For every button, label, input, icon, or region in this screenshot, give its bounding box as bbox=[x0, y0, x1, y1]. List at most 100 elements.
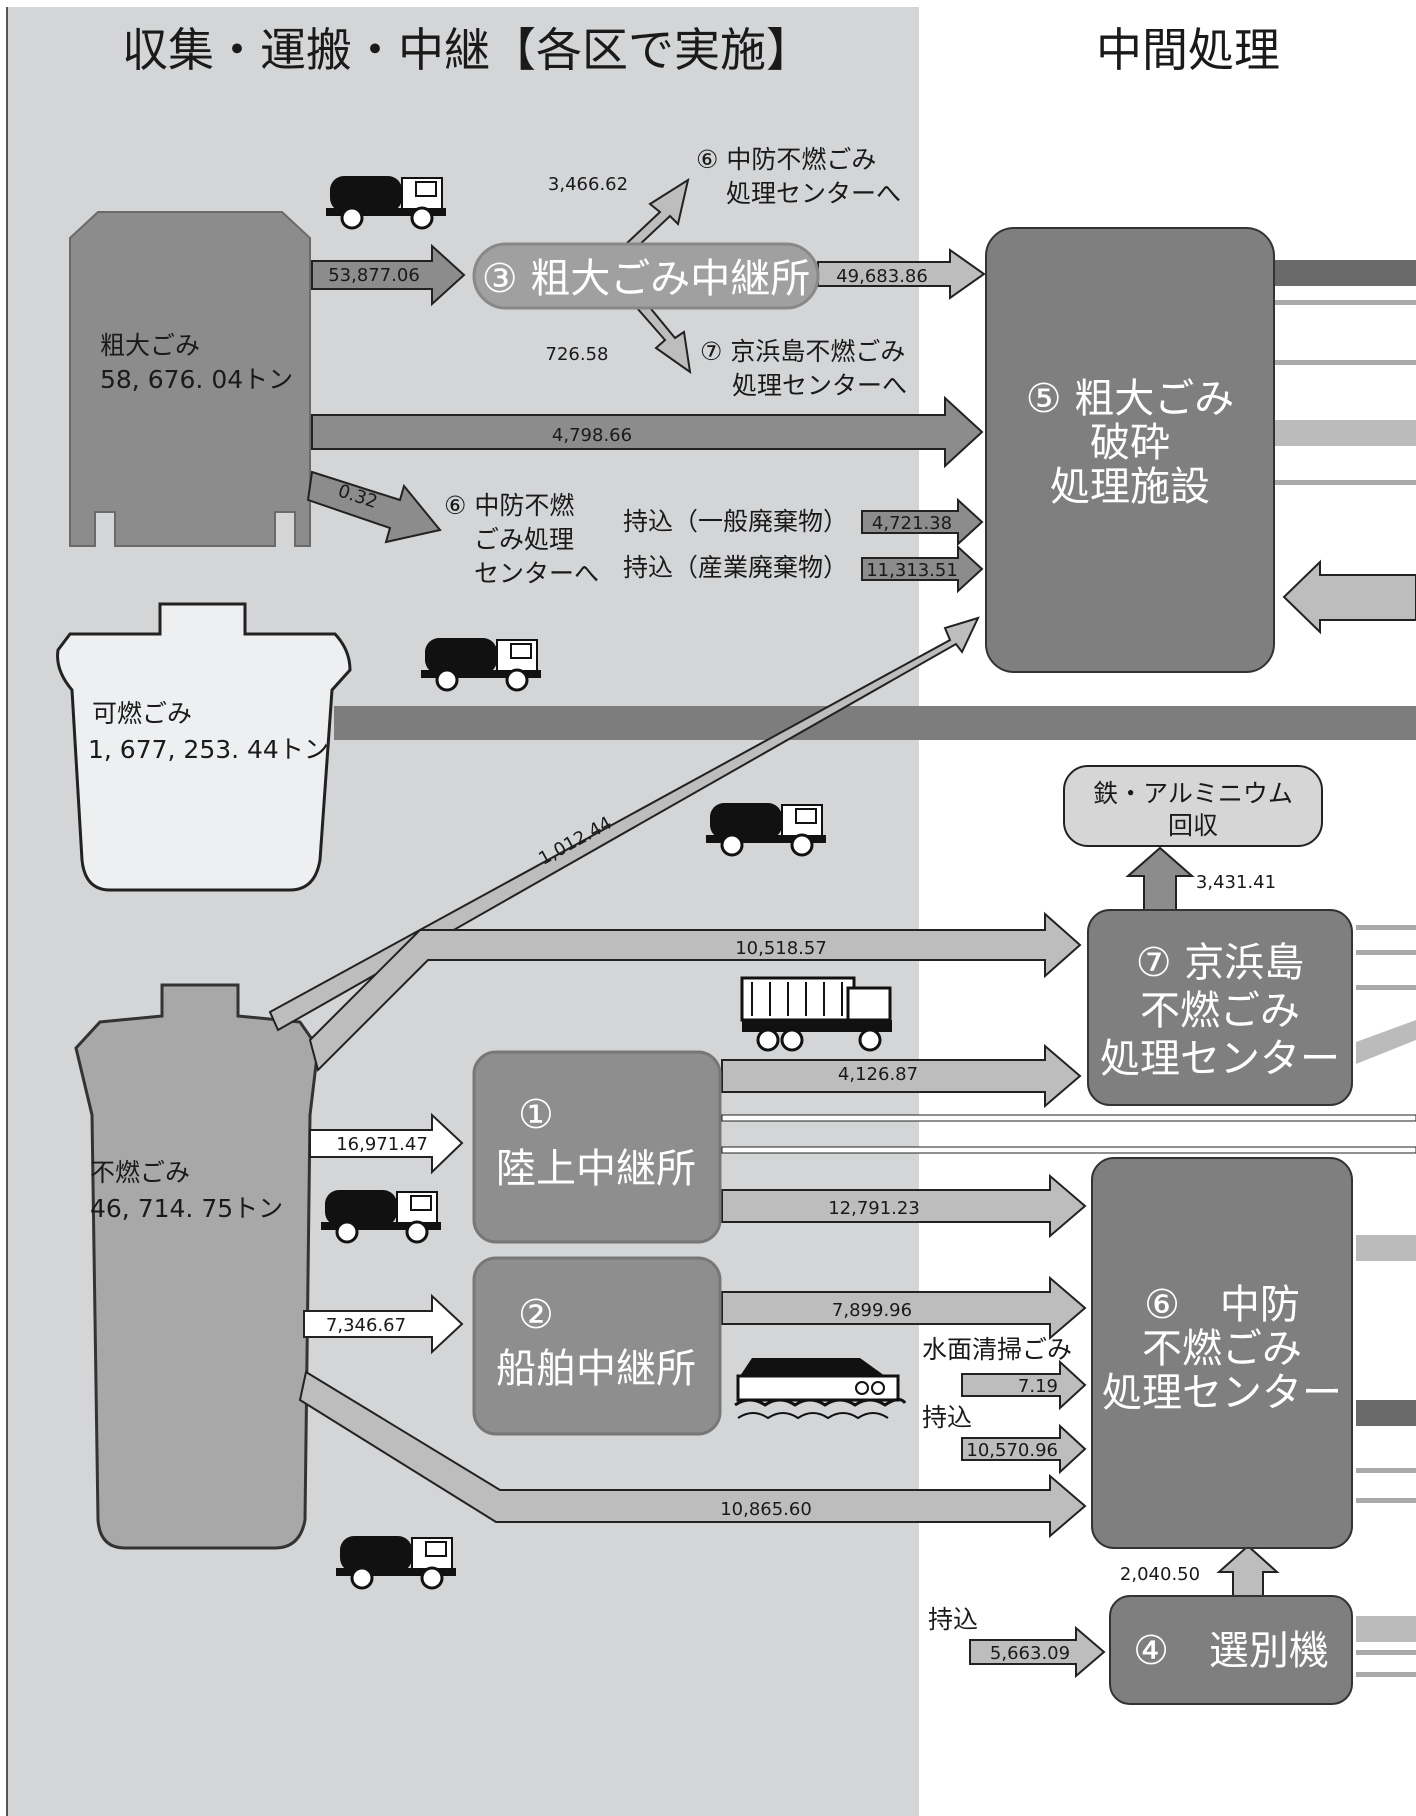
noncombustible-waste-name: 不燃ごみ bbox=[90, 1158, 190, 1187]
bulky-waste-amount: 58, 676. 04トン bbox=[100, 365, 293, 394]
metal-recovery-node bbox=[1063, 765, 1323, 847]
flow-value: 726.58 bbox=[546, 344, 609, 365]
outflow-line bbox=[1356, 925, 1416, 930]
flow-value: 7.19 bbox=[1018, 1376, 1058, 1397]
outflow-line bbox=[1356, 950, 1416, 955]
outflow-line bbox=[1356, 1650, 1416, 1655]
flow-arrow bbox=[1125, 846, 1195, 913]
flow-value: 10,518.57 bbox=[735, 938, 827, 959]
sorter-node bbox=[1109, 1595, 1353, 1705]
flow-arrow bbox=[969, 1625, 1106, 1679]
outflow-line bbox=[1356, 1498, 1416, 1503]
ship-relay-label: ② bbox=[518, 1292, 554, 1338]
outflow-bar bbox=[1356, 1616, 1416, 1642]
noncombustible-waste-container bbox=[74, 983, 320, 1550]
combustible-waste-name: 可燃ごみ bbox=[92, 699, 192, 728]
outflow-bar bbox=[1275, 260, 1416, 286]
flow-value: 49,683.86 bbox=[836, 266, 928, 287]
keihin-center-node bbox=[1087, 909, 1353, 1106]
chubo-center-label: 不燃ごみ bbox=[1142, 1326, 1302, 1372]
keihin-center-label: ⑦ 京浜島 bbox=[1136, 940, 1305, 986]
outflow-bar bbox=[1275, 420, 1416, 446]
combustible-waste-container bbox=[56, 602, 352, 892]
outflow-bar bbox=[1356, 1400, 1416, 1426]
flow-arrow bbox=[721, 1275, 1087, 1341]
outflow-line bbox=[1275, 480, 1416, 485]
outflow-line bbox=[1275, 300, 1416, 305]
land-relay-label: ① bbox=[518, 1092, 554, 1138]
flow-arrow bbox=[311, 243, 466, 307]
bulky-relay-label: ③ 粗大ごみ中継所 bbox=[482, 256, 811, 302]
outflow-line bbox=[1275, 360, 1416, 365]
flow-value: 4,126.87 bbox=[838, 1064, 918, 1085]
flow-arrow bbox=[309, 1112, 464, 1175]
to-chubo-label-2: ⑥ 中防不燃 bbox=[444, 491, 574, 520]
bulky-crush-label: 処理施設 bbox=[1050, 464, 1210, 510]
ship-icon bbox=[734, 1358, 907, 1420]
to-keihin-label: 処理センターへ bbox=[732, 371, 907, 400]
to-chubo-label: ⑥ 中防不燃ごみ bbox=[696, 145, 876, 174]
land-relay-node bbox=[472, 1050, 722, 1244]
collection-header: 収集・運搬・中継【各区で実施】 bbox=[122, 23, 812, 77]
flow-value: 7,346.67 bbox=[326, 1315, 406, 1336]
carry-in-general-label: 持込（一般廃棄物） bbox=[623, 507, 848, 536]
keihin-center-label: 不燃ごみ bbox=[1140, 988, 1300, 1034]
chubo-center-label: 処理センター bbox=[1102, 1370, 1342, 1416]
metal-recovery-label: 回収 bbox=[1168, 811, 1218, 840]
flow-value: 10,865.60 bbox=[720, 1499, 812, 1520]
flow-value: 3,431.41 bbox=[1196, 872, 1276, 893]
combustible-waste-amount: 1, 677, 253. 44トン bbox=[88, 735, 329, 764]
flow-arrow bbox=[961, 1423, 1087, 1475]
to-keihin-label: ⑦ 京浜島不燃ごみ bbox=[700, 337, 905, 366]
flow-value: 3,466.62 bbox=[548, 174, 628, 195]
flow-arrow bbox=[308, 911, 1082, 1072]
outflow-line bbox=[1356, 1672, 1416, 1677]
flow-arrow bbox=[861, 497, 984, 547]
flow-value: 11,313.51 bbox=[866, 560, 958, 581]
metal-recovery-label: 鉄・アルミニウム bbox=[1093, 779, 1293, 808]
carry-in-chubo-label: 持込 bbox=[922, 1403, 972, 1432]
chubo-center-node bbox=[1091, 1157, 1353, 1549]
dump-truck-icon bbox=[740, 976, 892, 1052]
flow-arrow bbox=[303, 1293, 464, 1355]
flow-value: 2,040.50 bbox=[1120, 1564, 1200, 1585]
flow-value: 12,791.23 bbox=[828, 1198, 920, 1219]
flow-line bbox=[721, 1146, 1416, 1154]
flow-value: 16,971.47 bbox=[336, 1134, 428, 1155]
ship-relay-node bbox=[472, 1256, 722, 1436]
combustible-flow-bar bbox=[334, 706, 1416, 740]
flow-value: 4,798.66 bbox=[552, 425, 632, 446]
inflow-arrow bbox=[1282, 559, 1416, 635]
bulky-crush-label: 破砕 bbox=[1090, 420, 1170, 466]
flow-arrow bbox=[961, 1359, 1087, 1411]
flow-arrow bbox=[311, 395, 984, 469]
carry-in-sorter-label: 持込 bbox=[928, 1605, 978, 1634]
flow-value: 4,721.38 bbox=[872, 513, 952, 534]
ship-relay-label: 船舶中継所 bbox=[496, 1346, 696, 1392]
bulky-waste-container bbox=[69, 211, 311, 547]
to-chubo-label-2: センターへ bbox=[474, 559, 599, 588]
carry-in-industrial-label: 持込（産業廃棄物） bbox=[623, 553, 848, 582]
flow-value: 7,899.96 bbox=[832, 1300, 912, 1321]
flow-line bbox=[721, 1114, 1416, 1122]
bulky-crush-facility-node bbox=[985, 227, 1275, 673]
to-chubo-label-2: ごみ処理 bbox=[474, 525, 574, 554]
land-relay-label: 陸上中継所 bbox=[496, 1146, 696, 1192]
water-surface-label: 水面清掃ごみ bbox=[922, 1335, 1072, 1364]
bulky-crush-label: ⑤ 粗大ごみ bbox=[1026, 376, 1235, 422]
flow-value: 10,570.96 bbox=[966, 1440, 1058, 1461]
outflow-bar bbox=[1356, 1235, 1416, 1261]
noncombustible-waste-amount: 46, 714. 75トン bbox=[90, 1194, 283, 1223]
flow-arrow bbox=[306, 470, 442, 544]
keihin-center-label: 処理センター bbox=[1100, 1036, 1340, 1082]
outflow-line bbox=[1356, 1468, 1416, 1473]
chubo-center-label: ⑥ 中防 bbox=[1144, 1282, 1300, 1328]
bulky-waste-name: 粗大ごみ bbox=[100, 331, 200, 360]
outflow-line bbox=[1356, 985, 1416, 990]
flow-value: 53,877.06 bbox=[328, 265, 420, 286]
flow-arrow bbox=[817, 248, 986, 300]
flow-value: 5,663.09 bbox=[990, 1643, 1070, 1664]
flow-arrow bbox=[721, 1043, 1082, 1109]
flow-arrow bbox=[861, 544, 984, 594]
